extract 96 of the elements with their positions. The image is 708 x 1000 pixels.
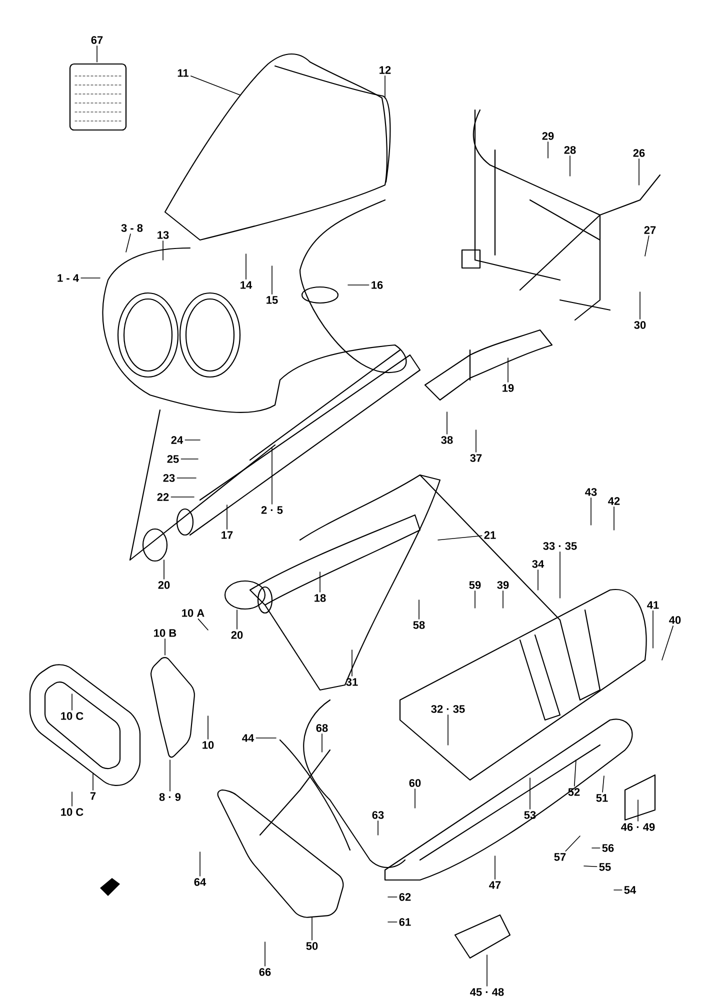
leader-line xyxy=(126,234,131,252)
callout-number: 62 xyxy=(399,893,411,901)
leader-line xyxy=(414,788,416,808)
callout-number: 10 xyxy=(202,741,214,749)
callout-number: 41 xyxy=(647,601,659,609)
callout-number: 27 xyxy=(644,226,656,234)
callout-number: 55 xyxy=(599,863,611,871)
leader-line xyxy=(264,942,266,966)
callout-number: 21 xyxy=(484,531,496,539)
leader-line xyxy=(164,638,166,656)
callout-number: 20 xyxy=(231,631,243,639)
leader-line xyxy=(446,412,448,434)
leader-line xyxy=(198,618,208,630)
callout-number: 68 xyxy=(316,724,328,732)
callout-number: 60 xyxy=(409,779,421,787)
callout-number: 54 xyxy=(624,886,636,894)
callout-number: 19 xyxy=(502,384,514,392)
callout-number: 40 xyxy=(669,616,681,624)
callout-number: 59 xyxy=(469,581,481,589)
leader-line xyxy=(590,498,592,526)
callout-number: 30 xyxy=(634,321,646,329)
callout-number: 29 xyxy=(542,132,554,140)
callout-number: 7 xyxy=(90,792,96,800)
callout-number: 56 xyxy=(602,844,614,852)
callout-number: 61 xyxy=(399,918,411,926)
callout-number: 50 xyxy=(306,942,318,950)
callout-number: 17 xyxy=(222,531,233,539)
callout-number: 20 xyxy=(158,581,170,589)
callout-number: 18 xyxy=(314,594,326,602)
callout-number: 43 xyxy=(585,488,597,496)
callout-number: 47 xyxy=(489,881,501,889)
callout-number: 3 - 8 xyxy=(121,224,143,232)
leader-line xyxy=(652,610,654,648)
callout-number: 24 xyxy=(171,436,184,444)
callout-number: 63 xyxy=(372,811,384,819)
callout-number: 58 xyxy=(413,621,425,629)
callout-number: 34 xyxy=(532,560,544,568)
callout-number: 10 C xyxy=(61,712,84,720)
callout-number: 45 · 48 xyxy=(470,988,504,996)
callout-number: 2 · 5 xyxy=(261,506,283,514)
callout-number: 37 xyxy=(470,454,482,462)
callout-number: 64 xyxy=(194,878,206,886)
callout-number: 12 xyxy=(380,66,391,74)
callout-number: 28 xyxy=(564,146,576,154)
callout-number: 22 xyxy=(157,493,169,501)
leader-line xyxy=(474,590,476,608)
leader-line xyxy=(494,856,496,880)
callout-number: 10 B xyxy=(154,629,176,637)
callout-number: 13 xyxy=(158,231,169,239)
callout-number: 26 xyxy=(633,149,645,157)
callout-number: 57 xyxy=(554,853,566,861)
callout-number: 16 xyxy=(372,281,383,289)
callout-number: 25 xyxy=(167,455,179,463)
leader-line xyxy=(565,836,580,852)
callout-number: 11 xyxy=(178,69,188,77)
leader-line xyxy=(92,772,94,791)
leader-line xyxy=(418,600,420,620)
callout-number: 53 xyxy=(524,811,536,819)
leader-line xyxy=(388,896,398,898)
leader-line xyxy=(236,610,238,630)
callout-number: 10 A xyxy=(182,609,204,617)
callout-number: 15 xyxy=(266,296,278,304)
callout-number: 38 xyxy=(441,436,453,444)
callout-number: 10 C xyxy=(61,808,84,816)
leader-line xyxy=(348,284,370,286)
callout-number: 8 · 9 xyxy=(159,793,181,801)
callout-number: 32 · 35 xyxy=(431,705,465,713)
callout-number: 31 xyxy=(346,678,358,686)
callout-number: 46 · 49 xyxy=(621,823,655,831)
leader-line xyxy=(226,504,228,530)
leader-line xyxy=(502,590,504,608)
callout-number: 1 - 4 xyxy=(58,274,79,282)
leader-line xyxy=(384,76,386,98)
callout-number: 23 xyxy=(163,474,175,482)
leader-line xyxy=(602,776,604,793)
leader-line xyxy=(170,496,194,498)
leader-line xyxy=(162,240,164,260)
callout-number: 52 xyxy=(568,788,580,796)
callout-number: 14 xyxy=(240,281,252,289)
callout-number: 67 xyxy=(91,36,103,44)
leader-line xyxy=(180,458,198,460)
leader-line xyxy=(638,158,640,186)
callout-number: 51 xyxy=(596,794,608,802)
leader-line xyxy=(662,626,674,660)
callout-number: 44 xyxy=(242,734,254,742)
callout-number: 33 · 35 xyxy=(543,542,577,550)
leader-line xyxy=(96,46,98,62)
leader-line xyxy=(644,236,650,256)
callout-number: 66 xyxy=(259,968,271,976)
callout-number: 42 xyxy=(608,497,620,505)
leader-line xyxy=(584,866,598,868)
leader-line xyxy=(438,535,482,540)
leader-line xyxy=(486,954,488,986)
callout-number: 39 xyxy=(497,581,509,589)
leader-line xyxy=(190,76,240,96)
leader-line xyxy=(574,760,576,786)
